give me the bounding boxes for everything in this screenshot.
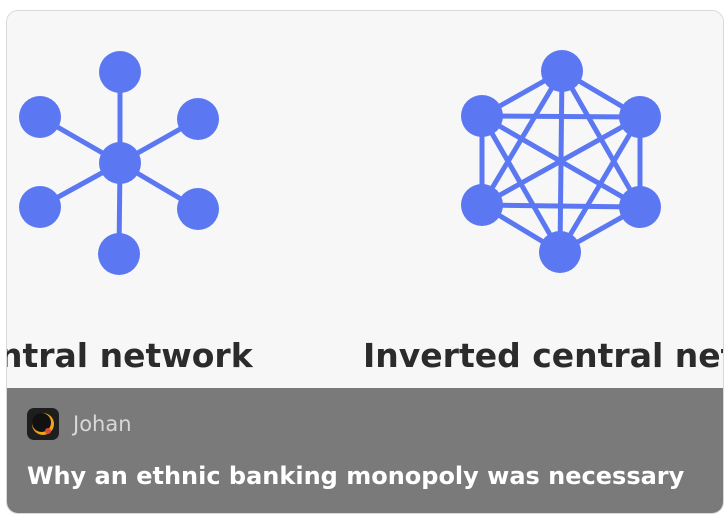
central-network-label: ntral network <box>6 336 253 375</box>
preview-footer: Johan Why an ethnic banking monopoly was… <box>7 388 723 513</box>
author-row: Johan <box>27 408 132 440</box>
preview-image[interactable]: ntral network Inverted central netw <box>7 11 723 388</box>
central-network-graphic <box>19 51 219 275</box>
network-diagram <box>19 50 661 275</box>
author-avatar[interactable] <box>27 408 59 440</box>
post-title[interactable]: Why an ethnic banking monopoly was neces… <box>27 462 685 490</box>
inverted-network-label: Inverted central netw <box>363 336 723 375</box>
circle-logo-icon <box>32 413 54 435</box>
author-name[interactable]: Johan <box>73 412 132 436</box>
inverted-network-graphic <box>461 50 661 273</box>
link-preview-card[interactable]: ntral network Inverted central netw Joha… <box>6 10 724 514</box>
